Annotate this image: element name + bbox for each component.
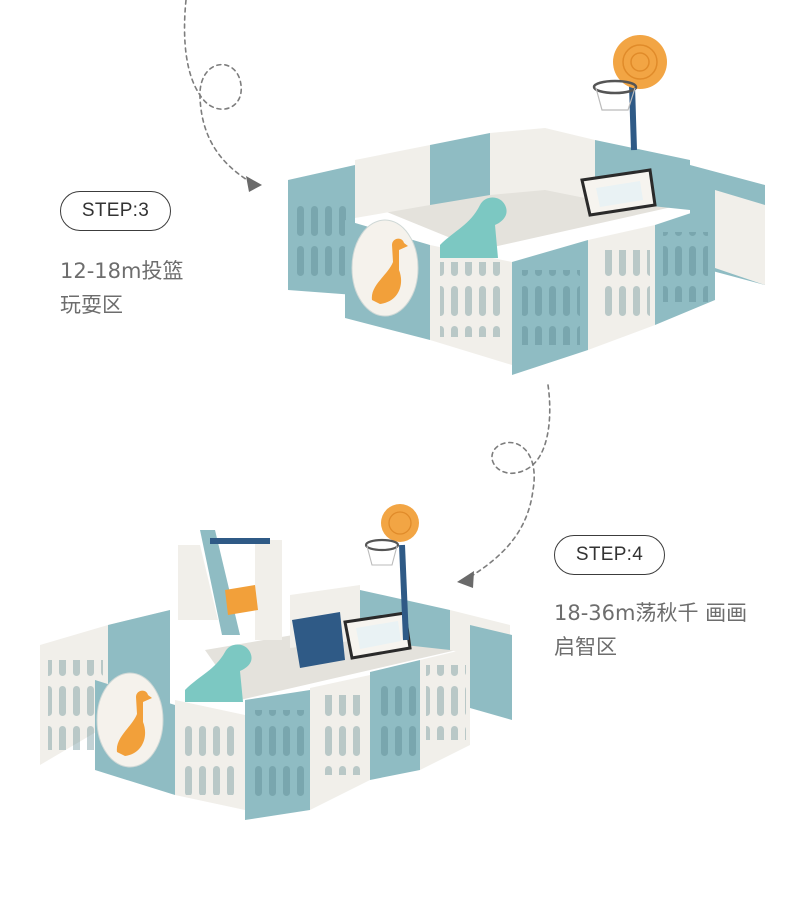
step-4-caption: 18-36m荡秋千 画画 启智区 <box>554 596 747 664</box>
hoop-rim-icon <box>592 79 638 95</box>
dashed-arrow-top <box>183 0 253 184</box>
swing-icon <box>178 530 282 640</box>
step-3-badge: STEP:3 <box>60 191 171 231</box>
activity-table-icon <box>292 612 345 668</box>
easel-icon <box>580 168 657 217</box>
rocking-horse-icon-4 <box>185 644 252 702</box>
step-4-caption-line-1: 18-36m荡秋千 画画 <box>554 601 748 625</box>
dashed-arrow-middle <box>469 384 551 578</box>
hoop-backboard-icon <box>613 35 667 89</box>
rocking-horse-icon <box>440 197 507 258</box>
step-4-badge-text: STEP:4 <box>575 544 644 565</box>
hoop-backboard-icon-4 <box>381 504 419 542</box>
right-wall-4 <box>470 625 512 720</box>
arrow-head-middle <box>457 571 474 588</box>
arrow-head-top <box>246 176 262 192</box>
step-4-caption-line-2: 启智区 <box>554 635 617 659</box>
step-3-caption-line-1: 12-18m投篮 <box>60 259 184 283</box>
easel-icon-4 <box>343 611 412 660</box>
hoop-rim-icon-4 <box>364 538 400 552</box>
hoop-pole-4 <box>399 544 409 641</box>
step-4-badge: STEP:4 <box>554 535 665 575</box>
step-3-badge-text: STEP:3 <box>81 200 150 221</box>
step-3-caption: 12-18m投篮 玩耍区 <box>60 254 183 322</box>
step-3-caption-line-2: 玩耍区 <box>60 293 123 317</box>
